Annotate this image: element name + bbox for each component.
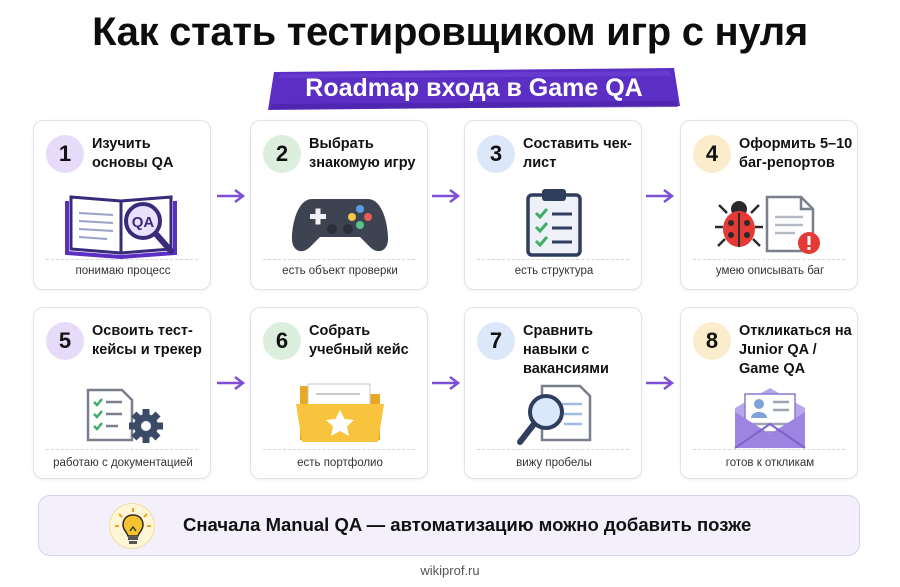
- step-caption: понимаю процесс: [75, 265, 171, 277]
- step-title: Составить чек-лист: [523, 136, 632, 171]
- step-number-badge: 6: [263, 322, 301, 360]
- step-number-badge: 3: [477, 135, 515, 173]
- step-card-8: 8 Откликаться на Junior QA / Game QA гот…: [680, 307, 858, 479]
- tip-text: Сначала Manual QA — автоматизацию можно …: [183, 514, 752, 535]
- page-title: Как стать тестировщиком игр с нуля: [92, 10, 808, 54]
- arrow-right-icon: [432, 376, 461, 390]
- subtitle-ribbon: Roadmap входа в Game QA: [268, 68, 680, 110]
- bug-report-icon: [681, 191, 859, 255]
- step-caption: есть портфолио: [297, 457, 383, 469]
- envelope-resume-icon: [681, 386, 859, 450]
- step-title: Оформить 5–10 баг-репортов: [739, 136, 853, 171]
- lightbulb-icon: [109, 503, 155, 549]
- divider: [477, 259, 629, 260]
- divider: [46, 259, 198, 260]
- divider: [693, 449, 845, 450]
- step-number-badge: 4: [693, 135, 731, 173]
- step-card-3: 3 Составить чек-лист есть структура: [464, 120, 642, 290]
- step-caption: работаю с документацией: [53, 457, 193, 469]
- step-title: Освоить тест-кейсы и трекер: [92, 323, 202, 358]
- step-card-2: 2 Выбрать знакомую игру есть объект пров…: [250, 120, 428, 290]
- divider: [477, 449, 629, 450]
- divider: [46, 449, 198, 450]
- step-title: Выбрать знакомую игру: [309, 136, 416, 171]
- arrow-right-icon: [646, 189, 675, 203]
- step-number-badge: 1: [46, 135, 84, 173]
- step-number-badge: 5: [46, 322, 84, 360]
- step-number-badge: 7: [477, 322, 515, 360]
- step-number-badge: 2: [263, 135, 301, 173]
- step-number-badge: 8: [693, 322, 731, 360]
- step-title: Собрать учебный кейс: [309, 323, 409, 358]
- gamepad-icon: [251, 193, 429, 255]
- folder-star-icon: [251, 376, 429, 446]
- step-title: Изучить основы QA: [92, 136, 174, 171]
- step-card-6: 6 Собрать учебный кейс есть портфолио: [250, 307, 428, 479]
- clipboard-checklist-icon: [465, 187, 643, 257]
- tip-banner: Сначала Manual QA — автоматизацию можно …: [38, 495, 860, 556]
- step-caption: готов к откликам: [725, 457, 815, 469]
- step-title: Откликаться на Junior QA / Game QA: [739, 323, 852, 377]
- step-card-7: 7 Сравнить навыки с вакансиями вижу проб…: [464, 307, 642, 479]
- step-title: Сравнить навыки с вакансиями: [523, 323, 609, 377]
- step-card-4: 4 Оформить 5–10 баг-репортов у: [680, 120, 858, 290]
- step-caption: есть объект проверки: [282, 265, 398, 277]
- document-gear-icon: [34, 388, 212, 444]
- search-document-icon: [465, 382, 643, 448]
- arrow-right-icon: [646, 376, 675, 390]
- divider: [263, 449, 415, 450]
- step-card-1: 1 Изучить основы QA QA понимаю процесс: [33, 120, 211, 290]
- book-magnifier-icon: QA: [34, 187, 212, 259]
- arrow-right-icon: [217, 376, 246, 390]
- divider: [263, 259, 415, 260]
- subtitle: Roadmap входа в Game QA: [305, 74, 643, 102]
- step-caption: есть структура: [514, 265, 594, 277]
- step-card-5: 5 Освоить тест-кейсы и трекер: [33, 307, 211, 479]
- footer-site: wikiprof.ru: [420, 563, 480, 578]
- svg-text:QA: QA: [132, 214, 155, 231]
- step-caption: вижу пробелы: [516, 457, 592, 469]
- step-caption: умею описывать баг: [715, 265, 825, 277]
- arrow-right-icon: [217, 189, 246, 203]
- arrow-right-icon: [432, 189, 461, 203]
- divider: [693, 259, 845, 260]
